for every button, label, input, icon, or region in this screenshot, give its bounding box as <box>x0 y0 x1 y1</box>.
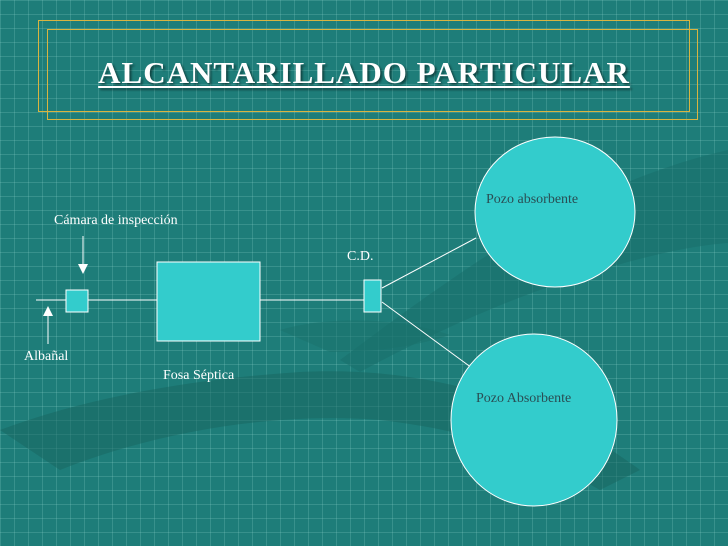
label-fosa-septica: Fosa Séptica <box>163 368 235 383</box>
arrow-albanal-head <box>43 306 53 316</box>
cd-box <box>363 279 382 313</box>
title-frame <box>38 20 698 120</box>
label-cd: C.D. <box>347 249 374 264</box>
pozo-absorbente-bottom <box>450 333 618 507</box>
page-title: ALCANTARILLADO PARTICULAR <box>98 55 630 90</box>
pozo-absorbente-top <box>474 136 636 288</box>
fosa-septica-box <box>156 261 261 342</box>
label-pozo-bottom: Pozo Absorbente <box>476 391 572 406</box>
label-albanal: Albañal <box>24 349 69 364</box>
arrow-camara-head <box>78 264 88 274</box>
pipe-to-pozo-top <box>381 237 477 289</box>
pipe-to-pozo-bottom <box>381 301 473 369</box>
label-pozo-top: Pozo absorbente <box>486 192 579 207</box>
camara-inspeccion-box <box>65 289 89 313</box>
label-camara-inspeccion: Cámara de inspección <box>54 213 178 228</box>
